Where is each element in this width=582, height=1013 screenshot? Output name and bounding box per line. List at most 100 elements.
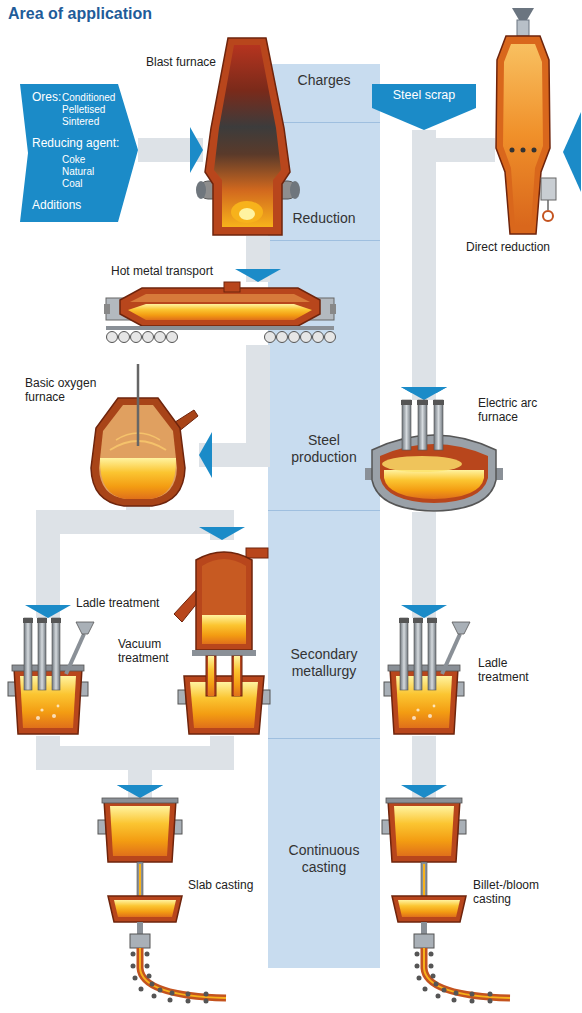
blast-furnace-drawing: [205, 38, 290, 235]
torpedo-car-drawing: [325, 332, 336, 343]
vacuum-degasser-drawing: [184, 676, 264, 734]
converter-drawing: [91, 364, 198, 506]
flow-arrowhead: [190, 127, 203, 173]
flow-arrowhead: [117, 785, 163, 798]
stage-band: Secondary metallurgy: [268, 510, 380, 738]
ladle-furnace-drawing: [8, 618, 94, 734]
ores-outline: [20, 84, 138, 222]
equipment-label: Billet-/bloom casting: [473, 878, 555, 907]
stage-band: Continuous casting: [268, 738, 380, 968]
stage-band-fill: [268, 510, 380, 738]
ladle-furnace-drawing: [384, 618, 470, 734]
slab-caster-drawing: [98, 798, 226, 1004]
box-text: Reducing agent:: [32, 136, 119, 150]
flow-arrowhead: [117, 785, 163, 798]
torpedo-car-drawing: [277, 332, 288, 343]
vacuum-degasser-drawing: [208, 656, 214, 696]
stage-band-fill: [268, 738, 380, 968]
flow-connector: [401, 736, 447, 798]
flow-connector: [138, 506, 245, 540]
equipment-label: Hot metal transport: [111, 264, 213, 278]
vacuum-degasser-drawing: [232, 656, 242, 696]
scrap-outline: [372, 84, 476, 130]
vacuum-degasser-drawing: [174, 588, 198, 622]
equipment-label: Ladle treatment: [76, 596, 159, 610]
ladle-furnace: Ladle treatment: [8, 618, 88, 736]
stage-label: Charges: [274, 72, 374, 89]
direct-reduction-drawing: [547, 200, 549, 210]
flow-connector: [117, 736, 222, 798]
flow-arrowhead: [401, 785, 447, 798]
box-text: Steel scrap: [372, 88, 476, 103]
flow-connector: [235, 236, 281, 282]
torpedo-car-drawing: [119, 332, 130, 343]
equipment-label: Vacuum treatment: [118, 637, 176, 666]
flow-connector: [199, 345, 258, 478]
equipment-label: Electric arc furnace: [478, 396, 550, 425]
stage-label: Steel production: [274, 432, 374, 466]
arc-furnace-drawing: [384, 470, 484, 499]
flow-band: [424, 150, 495, 400]
direct-reduction-drawing: [496, 36, 550, 234]
equipment-label: Slab casting: [188, 878, 253, 892]
equipment-label: Blast furnace: [146, 55, 216, 69]
blast-furnace: Blast furnace: [203, 38, 293, 236]
stage-band-fill: [268, 64, 380, 122]
blast-furnace-drawing: [239, 208, 255, 220]
arc-furnace-drawing: [418, 400, 427, 450]
converter-drawing: [137, 364, 140, 446]
stage-label: Secondary metallurgy: [274, 646, 374, 680]
stage-band: Steel production: [268, 240, 380, 510]
arc-furnace-drawing: [382, 456, 462, 472]
torpedo-car-drawing: [330, 304, 336, 314]
vacuum-degasser-drawing: [202, 559, 246, 644]
flow-arrowhead: [235, 269, 281, 282]
box-text: Ores:: [32, 90, 61, 104]
flow-arrowhead: [199, 432, 212, 478]
equipment-label: Direct reduction: [466, 240, 550, 254]
box-text: Conditioned Pelletised Sintered: [62, 92, 124, 128]
vacuum-degasser-drawing: [206, 656, 216, 696]
vacuum-degasser-drawing: [196, 552, 252, 650]
torpedo-car-drawing: [265, 332, 276, 343]
vacuum-degasser-drawing: [246, 548, 268, 558]
arc-furnace-drawing: [380, 444, 488, 503]
arc-furnace-drawing: [433, 400, 444, 405]
vacuum-degasser: Vacuum treatment: [178, 540, 270, 736]
torpedo-car-drawing: [120, 288, 320, 326]
flow-band: [199, 345, 258, 455]
direct-reduction-drawing: [541, 178, 556, 200]
torpedo-car-drawing: [155, 332, 166, 343]
stage-separator: [268, 510, 380, 511]
box-text: Coke Natural Coal: [62, 154, 112, 190]
torpedo-car-drawing: [301, 332, 312, 343]
incoming-flow-arrowhead: [563, 112, 581, 192]
flow-arrowhead: [401, 387, 447, 400]
arc-furnace-drawing: [496, 468, 503, 480]
direct-reduction-plant: Direct reduction: [495, 8, 557, 236]
direct-reduction-drawing: [521, 148, 526, 153]
diagram-title: Area of application: [8, 4, 152, 23]
basic-oxygen-furnace: Basic oxygen furnace: [91, 398, 199, 506]
direct-reduction-drawing: [510, 148, 515, 153]
flow-arrowhead: [401, 605, 447, 618]
torpedo-car-drawing: [104, 282, 336, 343]
torpedo-car-drawing: [224, 282, 240, 292]
converter-drawing: [100, 458, 176, 499]
torpedo-car-drawing: [106, 326, 334, 330]
flow-connector: [401, 150, 495, 400]
blast-furnace-drawing: [231, 201, 263, 223]
direct-reduction-drawing: [503, 44, 543, 226]
direct-reduction-drawing: [543, 211, 553, 221]
stage-band: Charges: [268, 64, 380, 122]
box-text: Additions: [32, 198, 81, 212]
stage-band: Reduction: [268, 122, 380, 240]
torpedo-car-drawing: [128, 304, 312, 320]
flow-band: [412, 512, 436, 618]
vacuum-degasser-drawing: [190, 682, 258, 728]
slab-caster: Slab casting: [98, 798, 184, 1003]
stage-band-fill: [268, 240, 380, 510]
torpedo-car: Hot metal transport: [104, 282, 336, 345]
